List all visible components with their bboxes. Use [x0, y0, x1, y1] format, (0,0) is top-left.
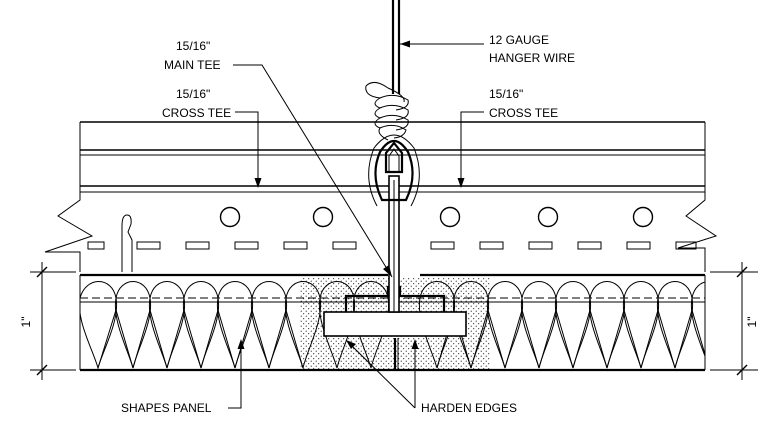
cross-tee-left-label-line1: 15/16": [176, 87, 210, 101]
main-tee: [323, 134, 467, 337]
slot-row: [87, 241, 697, 250]
cross-tee-right-label-line1: 15/16": [489, 87, 523, 101]
leader-lines: [228, 40, 484, 409]
cross-tee-left-label-line2: CROSS TEE: [162, 106, 231, 120]
dimension-left: [30, 262, 76, 380]
hanger-wire-label-line2: HANGER WIRE: [489, 51, 575, 65]
shapes-panel-label: SHAPES PANEL: [121, 401, 212, 415]
cross-tee-right-label-line2: CROSS TEE: [489, 106, 558, 120]
knockout-hole: [312, 206, 334, 228]
harden-edges-label: HARDEN EDGES: [421, 401, 517, 415]
knockout-hole: [537, 206, 559, 228]
knockout-hole: [219, 206, 241, 228]
cross-tee-end-clip: [121, 214, 133, 272]
dimension-right-label: 1": [745, 317, 759, 328]
main-tee-label-line2: MAIN TEE: [164, 58, 220, 72]
dimension-right: [710, 262, 758, 380]
knockout-hole: [439, 206, 461, 228]
hanger-wire-label-line1: 12 GAUGE: [489, 33, 549, 47]
dimension-left-label: 1": [19, 317, 33, 328]
main-tee-label-line1: 15/16": [176, 39, 210, 53]
hanger-wire: [365, 0, 409, 141]
knockout-hole: [632, 206, 654, 228]
